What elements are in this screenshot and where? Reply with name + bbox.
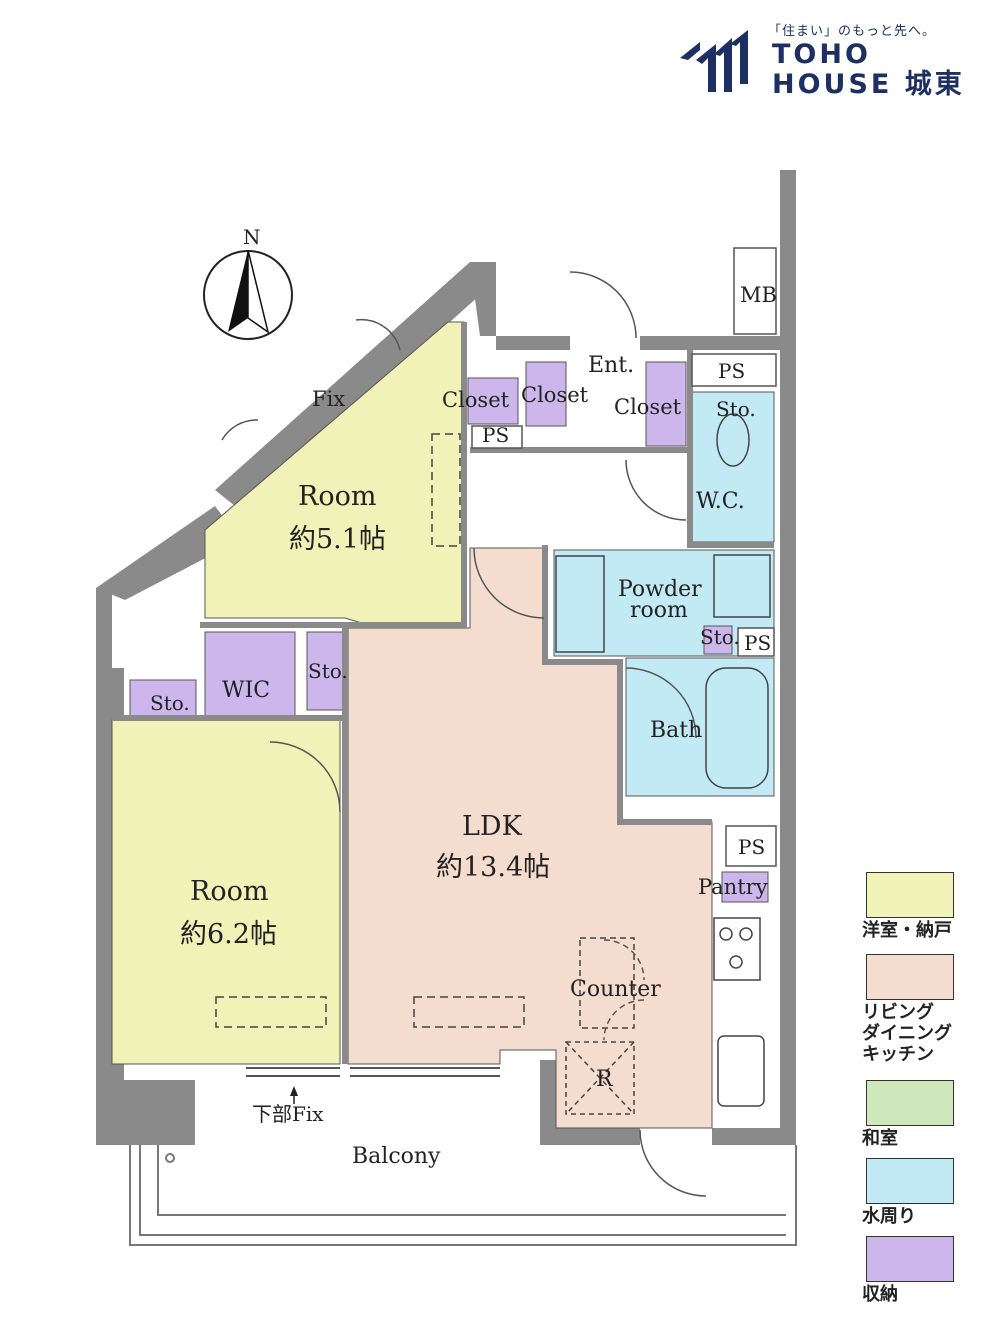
brand-name-line1: TOHO	[772, 39, 871, 70]
fix-arrow-icon	[290, 1086, 298, 1096]
legend-label-ldk: リビング ダイニング キッチン	[862, 1002, 952, 1065]
legend-item-western: 洋室・納戸	[862, 872, 962, 941]
sto-bath-fill	[703, 625, 733, 655]
legend-label-western: 洋室・納戸	[862, 920, 952, 941]
ac-outline-south	[215, 996, 327, 1028]
kitchen-sink-icon	[717, 1035, 765, 1107]
legend-label-storage: 収納	[862, 1284, 898, 1305]
room-labels: Room 約5.1帖 Room 約6.2帖 LDK 約13.4帖 Powder …	[150, 283, 777, 1169]
wc-fill	[691, 391, 775, 543]
room-south-name: Room	[190, 876, 268, 907]
closet-1-fill	[467, 377, 519, 425]
brand-name-line2: HOUSE 城東	[772, 69, 965, 100]
powder-name-line2: room	[630, 598, 688, 623]
ac-outline-north	[431, 433, 461, 547]
sto-label-wc: Sto.	[716, 397, 756, 421]
counter-label: Counter	[570, 977, 661, 1002]
brand-tagline: 「住まい」のもっと先へ。	[768, 24, 937, 39]
balcony-label: Balcony	[352, 1144, 441, 1169]
room-north-size: 約5.1帖	[289, 524, 386, 555]
closet-label-2: Closet	[521, 383, 589, 407]
legend-item-storage: 収納	[862, 1236, 962, 1305]
sto-middle-fill	[306, 631, 346, 711]
legend-item-japanese: 和室	[862, 1080, 962, 1149]
balcony-windows	[246, 1067, 500, 1077]
closet-label-1: Closet	[442, 388, 510, 412]
service-boxes	[471, 247, 777, 867]
ac-outline-ldk	[413, 996, 525, 1028]
legend-swatch-japanese	[866, 1080, 954, 1126]
lower-fix-label: 下部Fix	[252, 1102, 324, 1126]
legend-swatch-western	[866, 872, 954, 918]
powder-name-line1: Powder	[618, 577, 702, 602]
sto-label-middle: Sto.	[308, 659, 348, 683]
interior-walls	[112, 322, 774, 1064]
wic-label: WIC	[222, 678, 270, 703]
ps-label-bath: PS	[744, 631, 771, 655]
bathtub-icon	[705, 667, 769, 789]
legend-swatch-wet	[866, 1158, 954, 1204]
legend-label-wet: 水周り	[862, 1206, 916, 1227]
fridge-outline	[565, 1041, 635, 1115]
door-swings	[221, 271, 707, 1197]
washer-icon	[713, 554, 771, 618]
fix-label: Fix	[312, 387, 345, 411]
legend-swatch-ldk	[866, 954, 954, 1000]
legend-item-wet: 水周り	[862, 1158, 962, 1227]
counter-outline	[579, 937, 635, 1029]
stove-icon	[713, 917, 761, 981]
ldk-name: LDK	[462, 811, 523, 842]
wic-fill	[204, 631, 296, 717]
bath-fill	[625, 657, 775, 797]
ps-label-kitchen: PS	[738, 835, 765, 859]
legend-item-ldk: リビング ダイニング キッチン	[862, 954, 962, 1065]
pantry-label: Pantry	[698, 875, 768, 899]
sink-icon	[555, 555, 605, 653]
room-north-name: Room	[298, 481, 376, 512]
room-south-size: 約6.2帖	[180, 919, 277, 950]
ldk-size: 約13.4帖	[436, 852, 550, 883]
closet-2-fill	[525, 361, 567, 427]
legend-label-japanese: 和室	[862, 1128, 898, 1149]
sto-left-fill	[129, 679, 197, 719]
north-arrow-icon	[228, 250, 248, 332]
closet-3-fill	[645, 361, 687, 447]
wc-label: W.C.	[696, 489, 745, 514]
entrance-label: Ent.	[588, 353, 634, 378]
legend-swatch-storage	[866, 1236, 954, 1282]
pantry-fill	[721, 871, 769, 903]
ps-label-closet: PS	[482, 423, 509, 447]
compass: N	[203, 225, 293, 340]
mb-label: MB	[740, 283, 777, 307]
closet-label-3: Closet	[614, 395, 682, 419]
compass-north-label: N	[243, 225, 261, 249]
ps-label-top: PS	[718, 359, 745, 383]
toilet-icon	[716, 413, 750, 467]
bath-label: Bath	[650, 718, 702, 743]
balcony-outline	[129, 1145, 797, 1246]
fixtures	[215, 413, 771, 1115]
house-logo-icon	[680, 30, 748, 92]
fridge-label: R	[596, 1067, 614, 1092]
sto-label-left: Sto.	[150, 691, 190, 715]
sto-label-bath: Sto.	[700, 625, 740, 649]
